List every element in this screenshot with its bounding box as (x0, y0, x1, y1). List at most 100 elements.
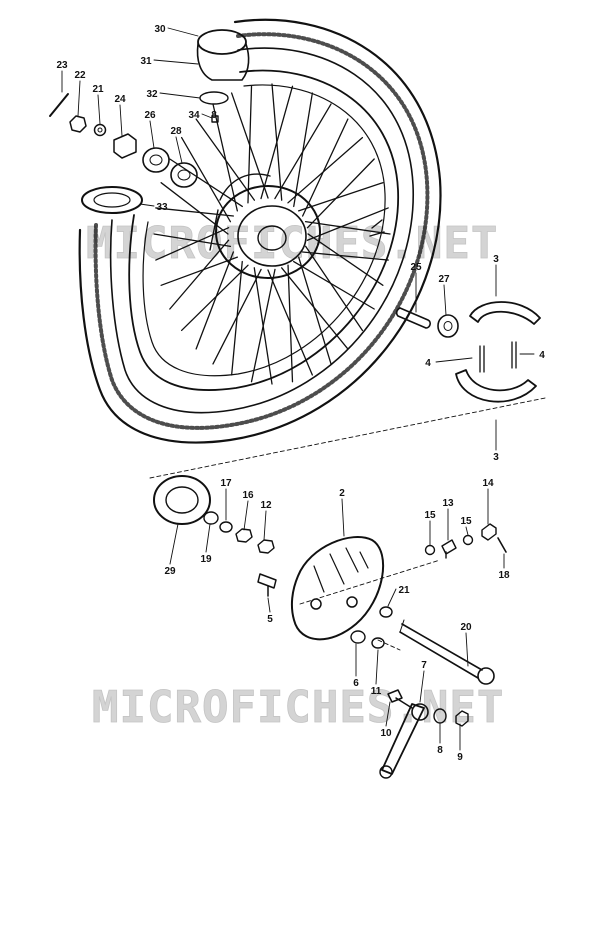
washer-8 (433, 708, 447, 724)
panel-cam-hole (346, 596, 358, 608)
o-ring-19 (203, 511, 219, 525)
hub-drum (237, 205, 307, 267)
cotter-pin (49, 93, 69, 117)
bushing-14 (481, 523, 497, 541)
washer-17 (219, 521, 233, 533)
callout-label-31: 31 (140, 56, 152, 67)
tire-bead-end (81, 186, 143, 214)
leader-line (419, 670, 425, 703)
spoke (304, 245, 364, 332)
callout-label-30: 30 (154, 24, 166, 35)
brake-seal-parts (153, 475, 275, 554)
leader-line (341, 498, 345, 537)
leader-line (465, 632, 469, 667)
watermark-text: MICROFICHES.NET (86, 218, 498, 269)
tire-outer-edge (78, 18, 442, 444)
valve-stem (369, 219, 385, 237)
leader-line (267, 597, 271, 613)
callout-label-21: 21 (92, 84, 104, 95)
panel-ribs (313, 547, 369, 593)
callout-label-25: 25 (410, 262, 422, 273)
axle-head (477, 667, 495, 685)
bearing-28 (170, 162, 198, 188)
rim-band (197, 29, 247, 55)
leader-line (149, 120, 155, 149)
callout-label-18: 18 (498, 570, 510, 581)
leader-line (77, 80, 81, 117)
axle-nut (69, 115, 87, 133)
brake-panel (257, 536, 385, 641)
callout-label-6: 6 (353, 678, 359, 689)
leader-line (139, 203, 155, 207)
callout-label-34: 34 (188, 110, 200, 121)
spoke (287, 264, 294, 383)
wheel-assembly (78, 18, 442, 444)
leader-line (375, 649, 379, 685)
axle-shaft (399, 623, 483, 679)
leader-line (435, 357, 473, 363)
callout-label-8: 8 (437, 745, 443, 756)
brake-shoes (455, 301, 541, 403)
inner-tube-part (196, 43, 250, 81)
spoke (247, 85, 253, 204)
tube-section (93, 192, 131, 208)
leader-line (385, 701, 391, 727)
washer-21b (379, 606, 393, 618)
spoke (212, 268, 262, 365)
gear-parts (424, 523, 507, 559)
left-hub-small-parts (49, 93, 198, 188)
callout-label-13: 13 (442, 498, 454, 509)
tube-valve-cap (199, 91, 229, 105)
shoe-springs (479, 341, 517, 373)
callout-label-5: 5 (267, 614, 273, 625)
watermark-text: MICROFICHES.NET (92, 682, 504, 733)
assembly-guides (149, 397, 546, 651)
leader-line (167, 27, 199, 37)
dust-seal-29 (153, 475, 211, 525)
cam-5 (257, 573, 277, 597)
rim-inner (142, 84, 386, 377)
brake-lever-parts (379, 689, 469, 779)
callout-label-24: 24 (114, 94, 126, 105)
leader-line (443, 284, 447, 316)
spoke (302, 118, 349, 217)
spoke (180, 264, 249, 332)
nut-9 (455, 710, 469, 727)
callout-label-3: 3 (493, 254, 499, 265)
callout-label-20: 20 (460, 622, 472, 633)
hub-shoulder (209, 173, 271, 251)
brake-shoe-upper (469, 301, 541, 325)
spoke (160, 256, 239, 286)
nut-16 (235, 528, 253, 543)
callout-label-29: 29 (164, 566, 176, 577)
spoke (307, 233, 384, 286)
leader-line (97, 94, 101, 125)
washer-6 (350, 630, 366, 644)
callout-label-26: 26 (144, 110, 156, 121)
callout-label-15: 15 (424, 510, 436, 521)
spoke (293, 260, 375, 310)
callout-label-12: 12 (260, 500, 272, 511)
bearing-27 (437, 314, 459, 338)
spoke (169, 158, 243, 208)
callout-label-22: 22 (74, 70, 86, 81)
spacer-25 (395, 307, 431, 329)
leader-line (387, 588, 397, 607)
spoke (274, 103, 332, 200)
callout-label-17: 17 (220, 478, 232, 489)
spoke (293, 92, 314, 208)
callout-label-8: 8 (211, 110, 217, 121)
leader-line (201, 113, 213, 119)
callout-label-23: 23 (56, 60, 68, 71)
rim-band-parts (196, 29, 250, 123)
callout-label-32: 32 (146, 89, 158, 100)
callout-label-3: 3 (493, 452, 499, 463)
leader-line (119, 104, 123, 137)
callout-label-9: 9 (457, 752, 463, 763)
leader-line (153, 59, 199, 65)
hub-axle-hole (257, 225, 287, 251)
pin-18 (497, 537, 507, 553)
callout-label-27: 27 (438, 274, 450, 285)
